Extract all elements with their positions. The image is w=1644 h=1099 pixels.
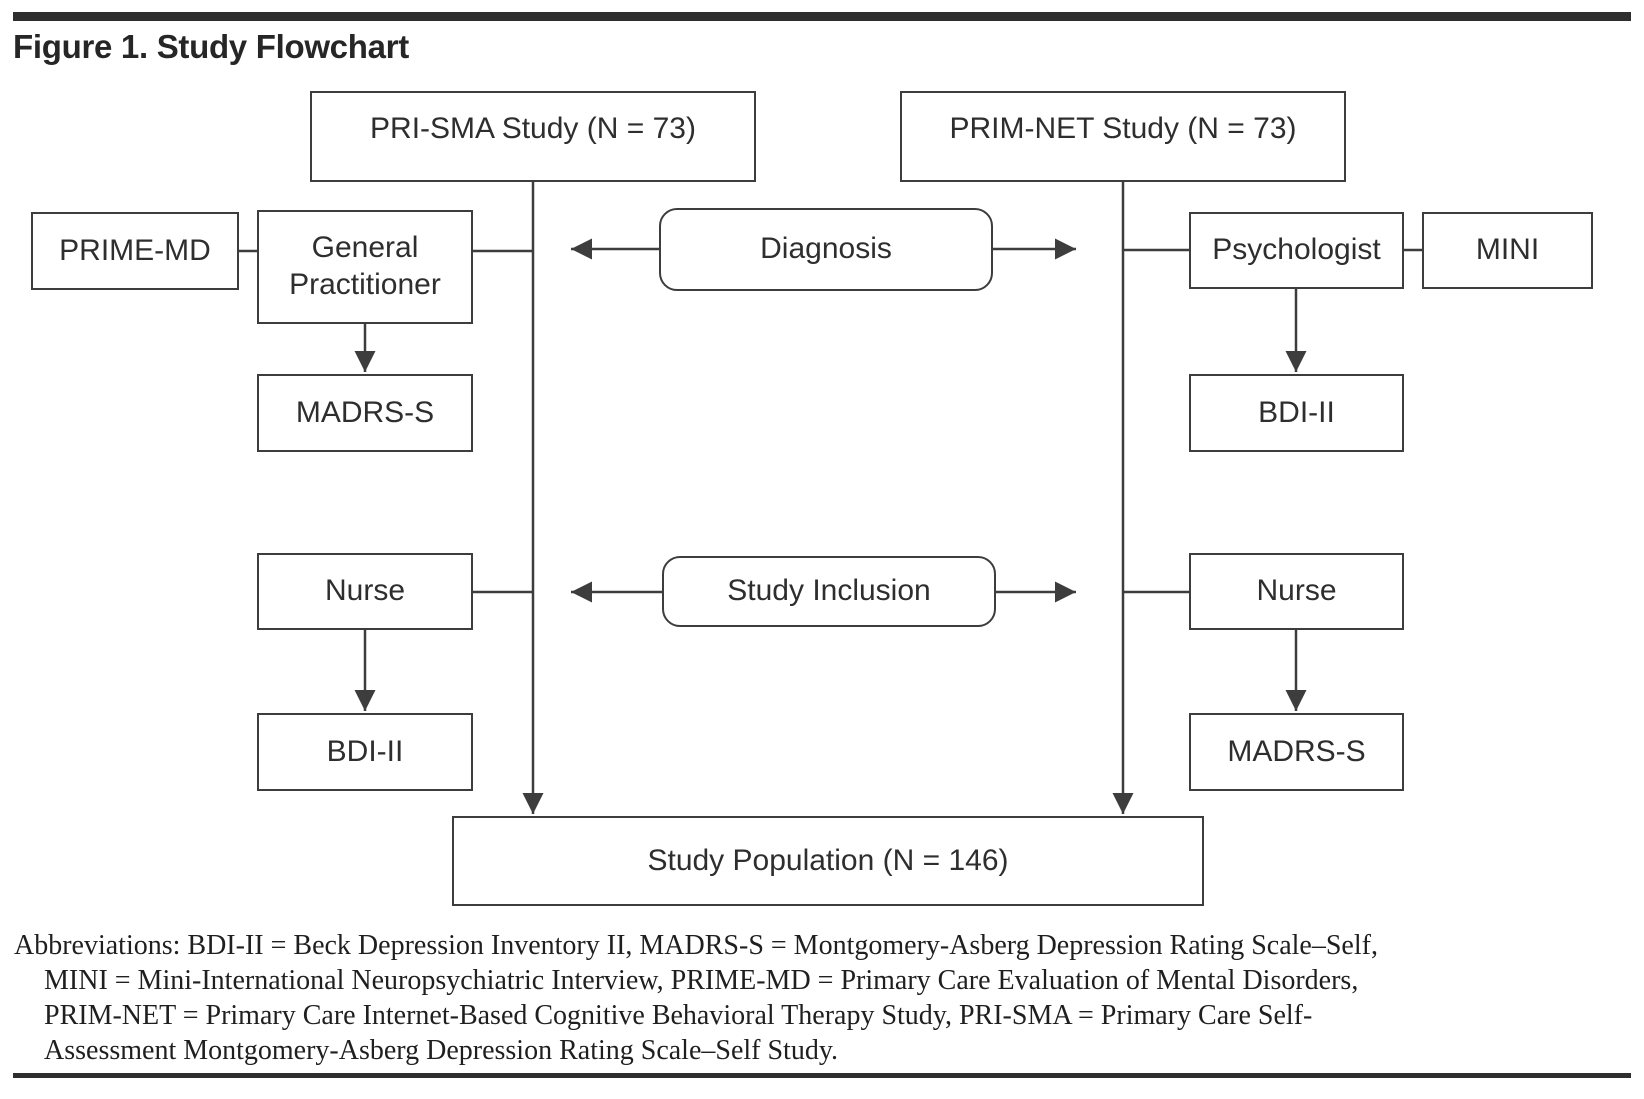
box-mini: MINI [1422, 212, 1593, 289]
box-pri-sma-study: PRI-SMA Study (N = 73) [310, 91, 756, 182]
box-bdi-left: BDI-II [257, 713, 473, 791]
box-prime-md: PRIME-MD [31, 212, 239, 290]
box-prim-net-study: PRIM-NET Study (N = 73) [900, 91, 1346, 182]
box-bdi-right: BDI-II [1189, 374, 1404, 452]
abbreviations-note: Abbreviations: BDI-II = Beck Depression … [14, 928, 1634, 1068]
abbreviations-line: PRIM-NET = Primary Care Internet-Based C… [44, 1000, 1313, 1031]
box-diagnosis: Diagnosis [659, 208, 993, 291]
abbreviations-line: Abbreviations: BDI-II = Beck Depression … [14, 930, 1378, 961]
figure-title: Figure 1. Study Flowchart [13, 28, 409, 65]
box-madrs-left: MADRS-S [257, 374, 473, 452]
box-study-population: Study Population (N = 146) [452, 816, 1204, 906]
box-nurse-right: Nurse [1189, 553, 1404, 630]
bottom-rule [13, 1073, 1631, 1078]
box-madrs-right: MADRS-S [1189, 713, 1404, 791]
box-general-practitioner: General Practitioner [257, 210, 473, 324]
abbreviations-line: Assessment Montgomery-Asberg Depression … [44, 1035, 839, 1066]
box-study-inclusion: Study Inclusion [662, 556, 996, 627]
box-psychologist: Psychologist [1189, 212, 1404, 289]
abbreviations-line: MINI = Mini-International Neuropsychiatr… [44, 965, 1359, 996]
box-nurse-left: Nurse [257, 553, 473, 630]
top-rule [13, 12, 1631, 21]
